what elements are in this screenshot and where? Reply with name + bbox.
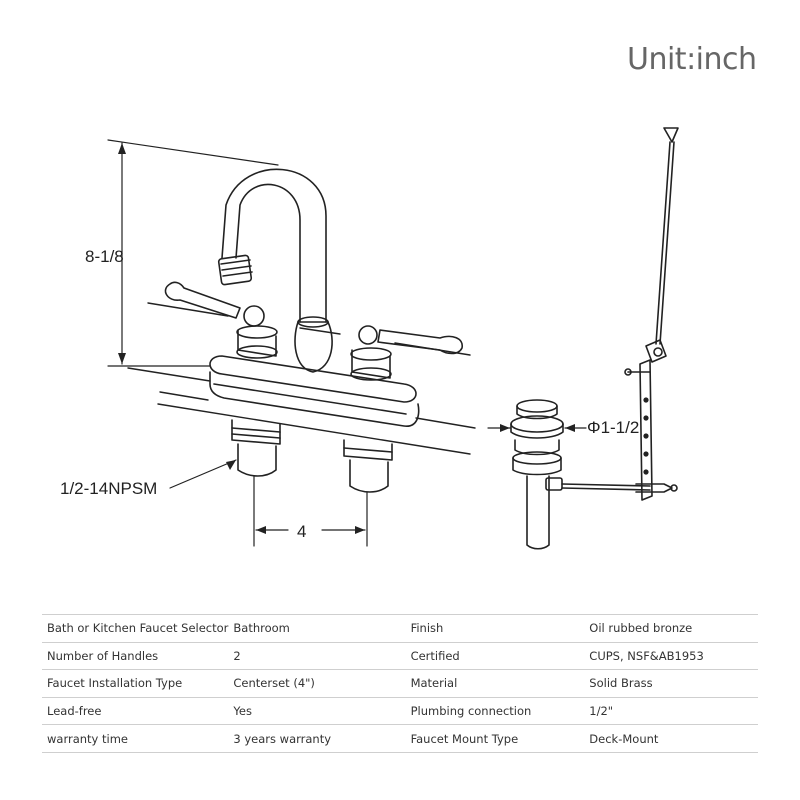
- faucet-diagram: 8-1/8: [60, 127, 679, 550]
- spec-label: Finish: [405, 614, 585, 643]
- spec-value: Centerset (4"): [228, 669, 406, 698]
- deck-plate: [209, 355, 420, 427]
- spec-label: Certified: [405, 641, 585, 670]
- spec-value: 1/2": [584, 696, 758, 725]
- spec-value: Yes: [228, 696, 406, 725]
- spec-label: Lead-free: [42, 696, 229, 725]
- thread-callout: 1/2-14NPSM: [60, 459, 237, 498]
- spacing-label: 4: [297, 522, 306, 541]
- spec-label: Material: [405, 669, 585, 698]
- spacing-dimension: 4: [253, 475, 368, 547]
- spec-value: Solid Brass: [584, 669, 758, 698]
- lift-rod: [624, 127, 679, 501]
- height-dimension: 8-1/8: [85, 139, 279, 367]
- spec-label: Number of Handles: [42, 641, 229, 670]
- countertop: [127, 302, 476, 455]
- spec-value: CUPS, NSF&AB1953: [584, 641, 758, 670]
- spec-label: Plumbing connection: [405, 696, 585, 725]
- spec-label: warranty time: [42, 724, 229, 753]
- faucet-spout: [217, 168, 333, 373]
- drain-diameter-label: Φ1-1/2: [587, 418, 639, 437]
- spec-value: 2: [228, 641, 406, 670]
- right-handle: [350, 325, 463, 381]
- spec-label: Faucet Installation Type: [42, 669, 229, 698]
- right-shank: [343, 439, 393, 493]
- left-shank: [231, 419, 281, 477]
- spec-label: Faucet Mount Type: [405, 724, 585, 753]
- left-handle: [164, 281, 278, 359]
- spec-value: 3 years warranty: [228, 724, 406, 753]
- unit-label: Unit:inch: [627, 42, 757, 77]
- spec-value: Oil rubbed bronze: [584, 614, 758, 643]
- drain-assembly: Φ1-1/2: [487, 399, 651, 550]
- height-label: 8-1/8: [85, 247, 124, 266]
- spec-value: Deck-Mount: [584, 724, 758, 753]
- spec-label: Bath or Kitchen Faucet Selector: [42, 614, 229, 643]
- spec-value: Bathroom: [228, 614, 406, 643]
- thread-label: 1/2-14NPSM: [60, 479, 157, 498]
